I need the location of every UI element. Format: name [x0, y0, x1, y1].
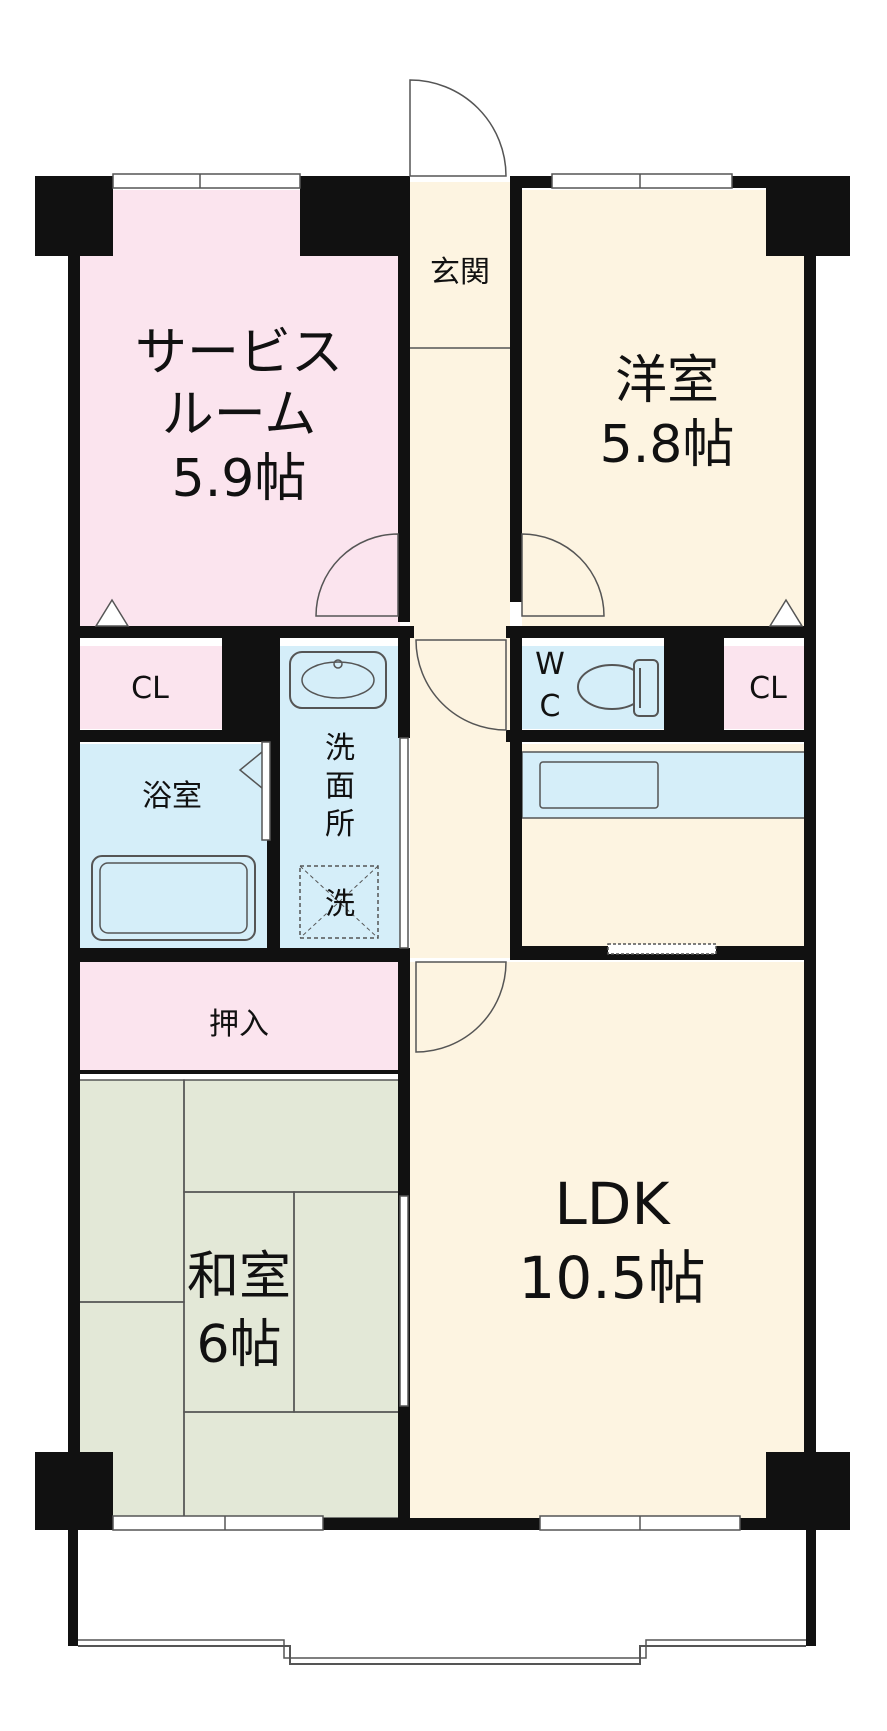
- washitsu-sliding-door: [399, 1195, 409, 1407]
- western-room-label: 洋室 5.8帖: [600, 351, 735, 475]
- service-room-label: サービス ルーム 5.9帖: [135, 323, 343, 509]
- wc-label-w: W: [535, 647, 565, 682]
- service-room-name-1: サービス: [135, 323, 343, 383]
- doors: [315, 79, 605, 1053]
- japanese-room-label: 和室 6帖: [187, 1247, 291, 1375]
- ldk-label: LDK 10.5帖: [518, 1170, 705, 1312]
- oshiire-area: [78, 962, 400, 1072]
- oshiire-label: 押入: [209, 1007, 269, 1042]
- bathtub: [91, 855, 256, 941]
- service-room-size: 5.9帖: [172, 449, 307, 509]
- toilet-icon: [577, 659, 659, 717]
- western-room-name: 洋室: [615, 351, 719, 411]
- wc-label-c: C: [540, 689, 561, 724]
- japanese-room-area: [78, 1080, 400, 1518]
- corridor-area: [410, 182, 510, 958]
- closet-left-label: CL: [131, 671, 169, 706]
- bathroom-label: 浴室: [142, 779, 202, 814]
- kitchen-sink: [539, 761, 659, 809]
- japanese-room-size: 6帖: [196, 1315, 281, 1375]
- washroom-sliding-door: [399, 737, 409, 949]
- wc-label: W C: [535, 647, 565, 724]
- ldk-size: 10.5帖: [518, 1244, 705, 1312]
- washer-label: 洗: [325, 887, 355, 922]
- ldk-area: [410, 962, 812, 1518]
- washroom-label-1: 洗: [325, 731, 355, 766]
- closet-right-area: [724, 646, 812, 729]
- service-room-name-2: ルーム: [162, 385, 316, 445]
- western-room-size: 5.8帖: [600, 415, 735, 475]
- washer-pan: [299, 865, 379, 939]
- washroom-label-2: 面: [325, 769, 355, 804]
- closet-right-label: CL: [749, 671, 787, 706]
- windows: [112, 173, 741, 1531]
- washroom-label: 洗 面 所: [325, 731, 355, 842]
- entrance-label: 玄関: [430, 255, 490, 290]
- ldk-name: LDK: [554, 1170, 671, 1238]
- closet-left-area: [78, 646, 222, 729]
- basin-bowl: [301, 661, 375, 699]
- bathtub-inner: [99, 862, 248, 934]
- japanese-room-name: 和室: [187, 1247, 291, 1307]
- balcony-outline: [78, 1645, 806, 1665]
- washroom-label-3: 所: [325, 807, 355, 842]
